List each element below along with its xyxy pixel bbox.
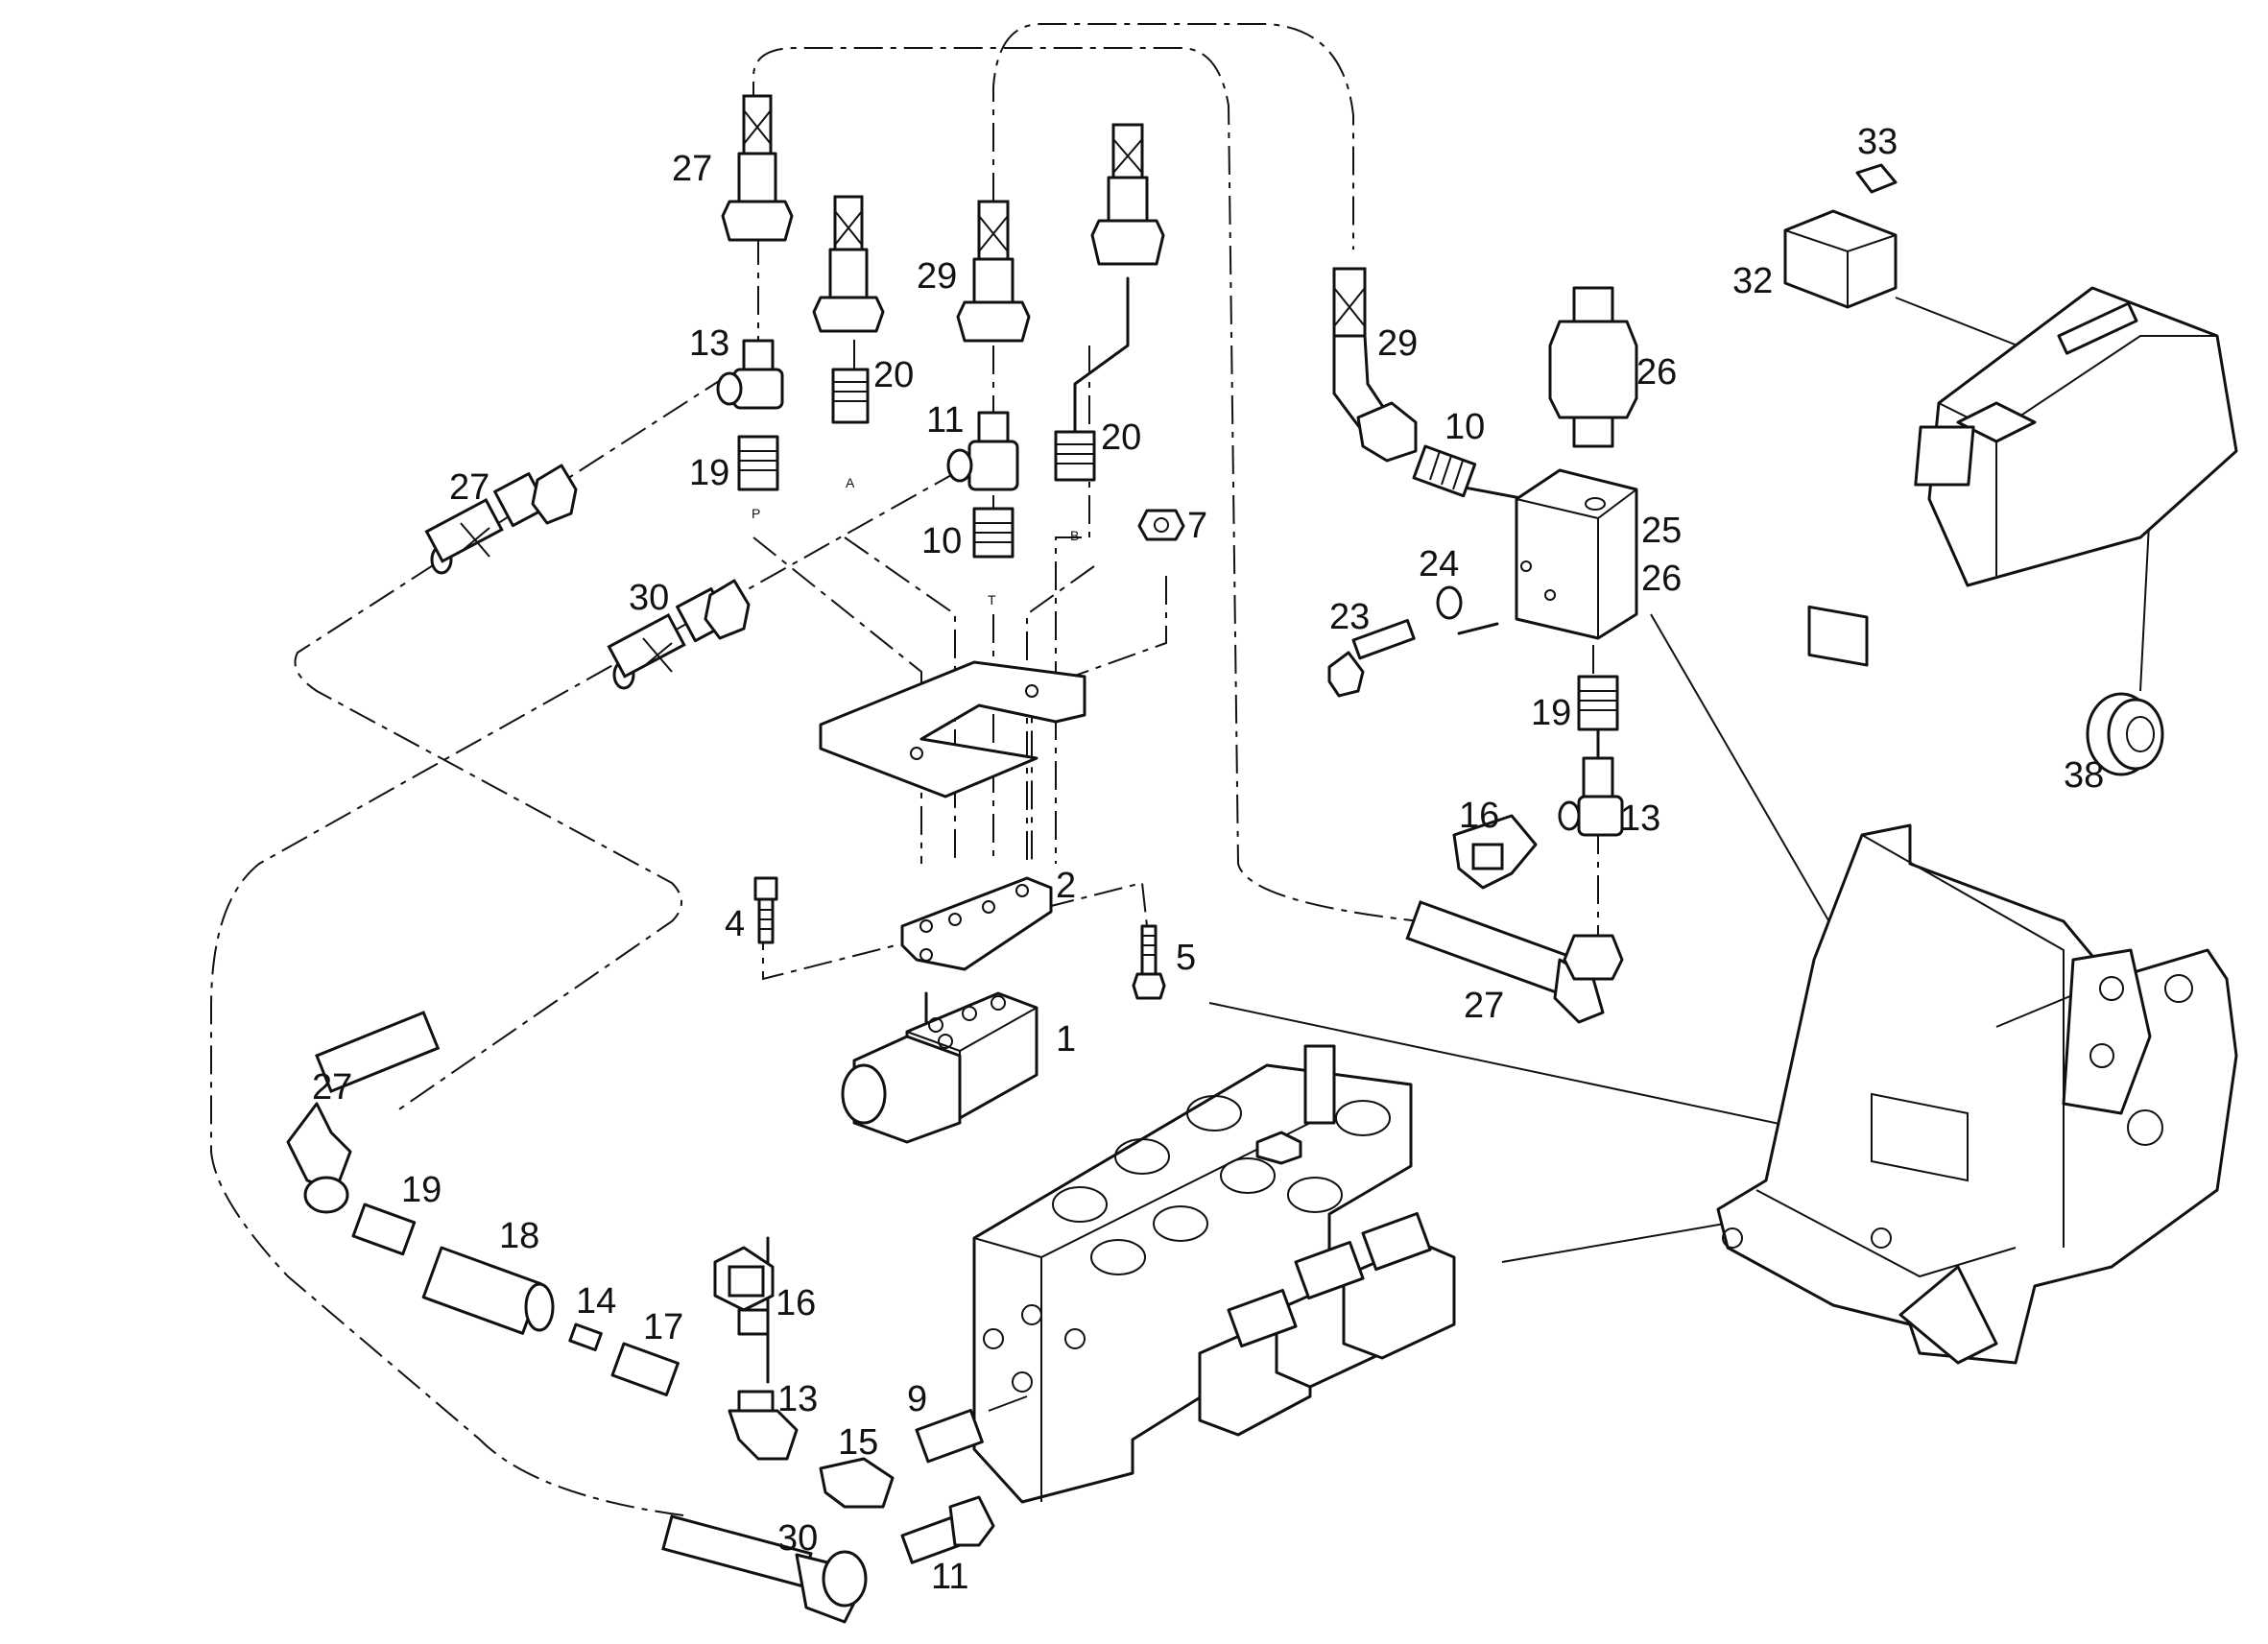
union-20-b	[1054, 430, 1096, 482]
label-18: 18	[499, 1216, 539, 1256]
label-16-right: 16	[1459, 796, 1499, 836]
label-10-right: 10	[1444, 407, 1485, 447]
bolt-23	[1327, 618, 1416, 698]
label-5: 5	[1176, 938, 1196, 978]
label-11-low: 11	[931, 1557, 968, 1597]
label-16-low: 16	[776, 1283, 816, 1323]
label-23: 23	[1329, 597, 1370, 637]
hose-top-b	[1090, 123, 1165, 266]
port-p-label: P	[752, 506, 760, 521]
union-19-low	[351, 1203, 417, 1256]
gasket-plate	[819, 660, 1086, 798]
label-29-mid: 29	[917, 256, 957, 297]
label-15: 15	[838, 1422, 878, 1463]
label-27-top: 27	[672, 149, 712, 189]
union-20-a	[831, 368, 870, 424]
label-13-low: 13	[777, 1379, 818, 1419]
union-19-top	[737, 435, 779, 491]
tee-11-low	[900, 1495, 995, 1564]
mounting-plate-2	[900, 876, 1053, 971]
label-26-side: 26	[1641, 559, 1682, 599]
union-9	[915, 1395, 1028, 1464]
bolt-4	[753, 876, 778, 944]
label-19-right: 19	[1531, 693, 1571, 733]
union-10-mid	[972, 507, 1015, 559]
label-17: 17	[643, 1307, 683, 1347]
label-1: 1	[1056, 1019, 1076, 1060]
washer-24	[1436, 585, 1463, 620]
operator-console	[1914, 286, 2238, 587]
machine-frame	[1716, 823, 2238, 1365]
tee-13-low	[728, 1390, 799, 1461]
control-valve-block	[972, 1044, 1456, 1504]
bolt-5	[1132, 924, 1166, 1000]
hose-top-a	[812, 195, 885, 333]
union-10-right	[1412, 444, 1477, 498]
label-19-top: 19	[689, 453, 729, 493]
tee-13-right	[1558, 756, 1624, 837]
label-27-low: 27	[312, 1067, 352, 1108]
hose-27-low	[286, 1011, 441, 1214]
label-27-left: 27	[449, 467, 489, 508]
label-9: 9	[907, 1379, 927, 1419]
hose-27-right	[1405, 900, 1624, 1024]
label-10-mid: 10	[921, 521, 962, 561]
part-labels: 27 13 19 20 29 11 10 20 7 27 30 2 4 5 1 …	[312, 122, 2104, 1597]
hose-27-left	[424, 464, 578, 575]
label-2: 2	[1056, 866, 1076, 906]
label-27-right: 27	[1464, 986, 1504, 1026]
label-20-a: 20	[873, 355, 914, 395]
hose-29-top	[956, 200, 1031, 343]
label-33: 33	[1857, 122, 1898, 162]
label-38: 38	[2064, 755, 2104, 796]
label-32: 32	[1732, 261, 1773, 301]
tee-11-mid	[946, 411, 1019, 491]
label-25: 25	[1641, 511, 1682, 551]
rocker-switch-32	[1783, 209, 1898, 667]
plug-14	[568, 1322, 603, 1351]
port-a-label: A	[846, 475, 855, 490]
label-14: 14	[576, 1281, 616, 1322]
union-19-right	[1577, 675, 1619, 731]
port-letters: P A T B	[752, 475, 1079, 608]
label-13-top: 13	[689, 323, 729, 364]
hose-29-right	[1332, 267, 1418, 463]
grommet-38	[2086, 692, 2164, 776]
sensor-16-low	[713, 1246, 775, 1336]
valve-block-25	[1515, 468, 1638, 640]
label-26-top: 26	[1636, 352, 1677, 393]
elbow-15	[819, 1457, 895, 1509]
hose-30-low	[661, 1514, 868, 1624]
port-b-label: B	[1070, 528, 1079, 543]
label-19-low: 19	[401, 1170, 442, 1210]
label-30-left: 30	[629, 578, 669, 618]
label-29-right: 29	[1377, 323, 1418, 364]
filter-18	[421, 1246, 555, 1335]
cover-33	[1855, 163, 1898, 194]
label-11-mid: 11	[926, 400, 964, 441]
nut-7	[1137, 509, 1185, 541]
label-30-low: 30	[777, 1518, 818, 1559]
hose-30-left	[607, 579, 751, 690]
port-t-label: T	[988, 592, 996, 608]
solenoid-valve-1	[841, 991, 1039, 1144]
label-7: 7	[1187, 506, 1207, 546]
sensor-16-right	[1452, 814, 1538, 890]
label-4: 4	[725, 904, 745, 944]
hose-27-top	[721, 94, 794, 242]
label-13-right: 13	[1620, 798, 1660, 839]
tee-13-top	[716, 339, 784, 410]
label-24: 24	[1419, 544, 1459, 584]
union-17	[610, 1342, 680, 1396]
sensor-26-top	[1548, 286, 1638, 448]
label-20-b: 20	[1101, 417, 1141, 458]
